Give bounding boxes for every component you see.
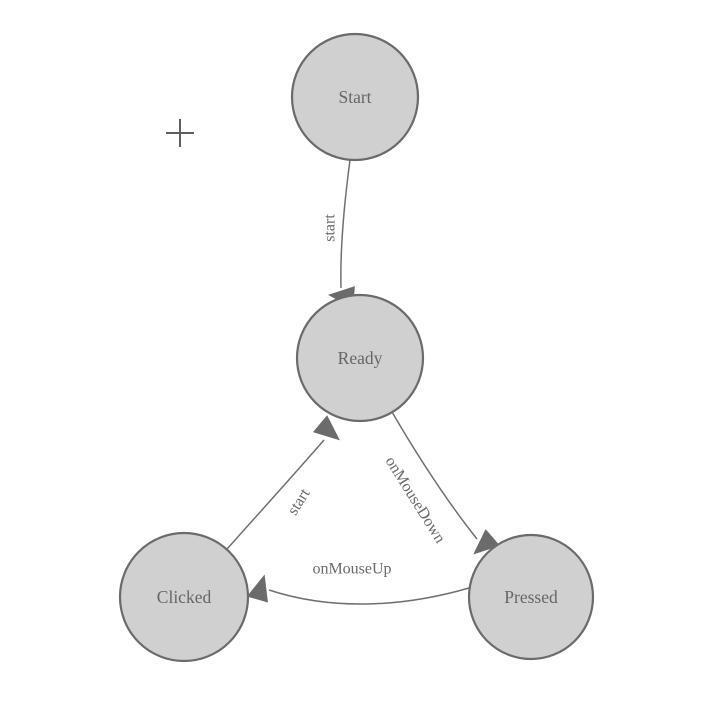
state-circle[interactable] [118, 531, 250, 663]
state-label: Start [338, 87, 371, 107]
state-node-pressed[interactable]: Pressed [467, 533, 595, 661]
edge-label-start-return: start [284, 485, 313, 518]
edge-ready-to-pressed[interactable]: onMouseDown [382, 411, 501, 563]
edge-label-onmousedown: onMouseDown [382, 454, 449, 547]
state-circle[interactable] [467, 533, 595, 661]
edge-path[interactable] [391, 411, 478, 540]
state-label: Pressed [504, 587, 558, 607]
state-node-start[interactable]: Start [290, 32, 420, 162]
edge-start-to-ready[interactable]: start [322, 159, 355, 309]
state-label: Clicked [157, 587, 212, 607]
nodes-layer: Start Ready Clicked Pressed [118, 32, 595, 663]
arrow-head-icon [473, 529, 501, 555]
state-node-ready[interactable]: Ready [295, 293, 425, 423]
edge-clicked-to-ready[interactable]: start [226, 415, 347, 550]
arrow-head-icon [312, 415, 340, 441]
edge-path[interactable] [226, 439, 325, 550]
state-node-clicked[interactable]: Clicked [118, 531, 250, 663]
crosshair-cursor-icon [166, 119, 194, 147]
edge-path[interactable] [268, 587, 470, 605]
edge-label-start: start [322, 214, 339, 242]
edge-path[interactable] [340, 159, 351, 289]
edge-pressed-to-clicked[interactable]: onMouseUp [246, 561, 470, 605]
arrow-head-icon [246, 574, 268, 603]
state-circle[interactable] [295, 293, 425, 423]
edge-label-onmouseup: onMouseUp [312, 561, 391, 578]
state-label: Ready [338, 348, 383, 368]
state-circle[interactable] [290, 32, 420, 162]
